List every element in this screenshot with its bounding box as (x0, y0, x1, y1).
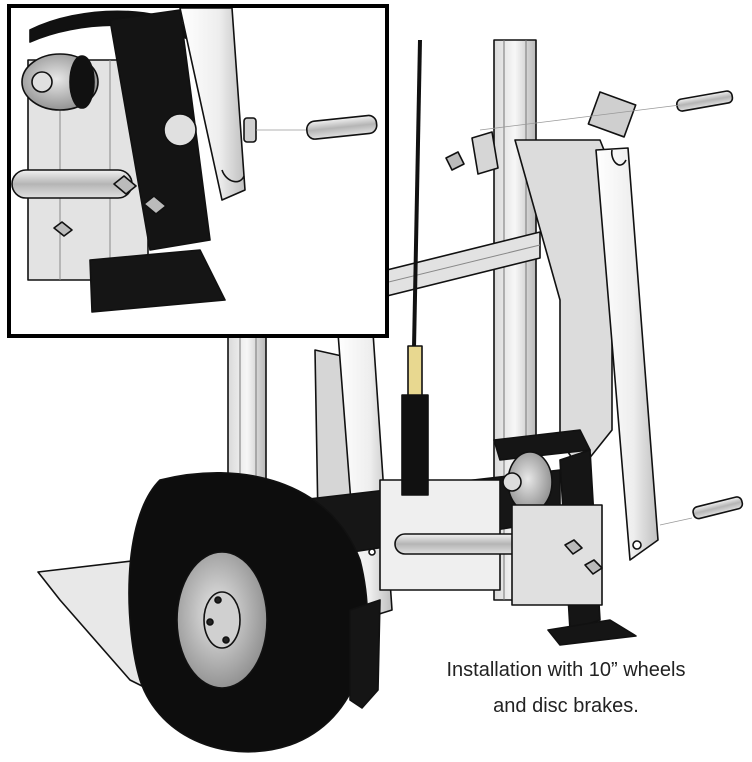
figure-caption: Installation with 10” wheels and disc br… (406, 652, 726, 724)
caption-line-1: Installation with 10” wheels (446, 659, 686, 681)
brake-shoe-left (349, 599, 381, 709)
caption-line-2: and disc brakes. (493, 695, 639, 717)
frame-bracket-right (514, 139, 613, 471)
wheel (128, 471, 369, 753)
exploded-hardware (445, 90, 744, 526)
handle-arm-right (595, 147, 659, 561)
brake-cable (401, 39, 429, 496)
inset-detail-view (7, 4, 389, 338)
side-plate-right (511, 504, 603, 606)
inset-frame-border (7, 4, 389, 338)
